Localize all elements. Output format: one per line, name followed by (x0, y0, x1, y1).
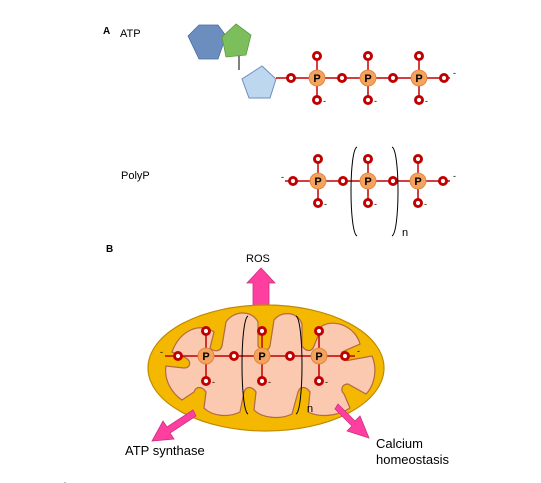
adenine-pentagon (221, 23, 252, 58)
oxygen-atom-center (415, 200, 421, 206)
ros-label: ROS (246, 253, 270, 265)
atp-label: ATP (120, 28, 141, 40)
phosphorus-symbol: P (415, 73, 422, 85)
phosphorus-atom (309, 172, 327, 190)
phosphorus-atom (409, 172, 427, 190)
oxygen-atom-center (316, 328, 322, 334)
oxygen-atom-center (415, 156, 421, 162)
negative-charge: - (212, 377, 215, 387)
phosphorus-symbol: P (414, 176, 421, 188)
homeostasis-label: homeostasis (376, 452, 449, 467)
negative-charge: - (374, 96, 377, 106)
oxygen-atom-center (416, 53, 422, 59)
negative-charge: - (374, 199, 377, 209)
ros-arrow (246, 267, 276, 309)
negative-charge: - (160, 347, 163, 357)
phosphorus-atom (310, 347, 328, 365)
polyp-label: PolyP (121, 170, 150, 182)
adenine-hexagon (187, 24, 227, 60)
polyp-repeat-n: n (402, 227, 408, 239)
phosphorus-atom (253, 347, 271, 365)
oxygen-atom-center (365, 156, 371, 162)
left-bracket (350, 146, 358, 237)
mitochondrion-inner-membrane (165, 312, 376, 419)
negative-charge: - (424, 199, 427, 209)
oxygen-atom-center (175, 353, 181, 359)
atp-phosphate-chain: P - P - P - - (276, 51, 456, 106)
phosphorus-atom (359, 172, 377, 190)
right-bracket (295, 315, 303, 415)
oxygen-atom-center (314, 97, 320, 103)
negative-charge: - (453, 171, 456, 181)
polyp-phosphate-chain: - P - P - P - - (281, 146, 456, 237)
phosphorus-symbol: P (202, 351, 209, 363)
atp-synthase-arrow (151, 409, 197, 442)
phosphorus-atom (359, 69, 377, 87)
mito-repeat-n: n (307, 403, 313, 415)
right-bracket (391, 146, 399, 237)
phosphorus-symbol: P (315, 351, 322, 363)
mitochondrial-polyp-chain: - P - P - P - - (160, 315, 360, 415)
atp-synthase-label: ATP synthase (125, 443, 205, 458)
phosphorus-symbol: P (364, 73, 371, 85)
negative-charge: - (325, 377, 328, 387)
panel-b-label: B (106, 244, 113, 255)
oxygen-atom-center (342, 353, 348, 359)
oxygen-atom-center (203, 378, 209, 384)
oxygen-atom-center (315, 200, 321, 206)
oxygen-atom-center (315, 156, 321, 162)
oxygen-atom-center (314, 53, 320, 59)
phosphorus-symbol: P (313, 73, 320, 85)
negative-charge: - (281, 172, 284, 182)
ribose-pentagon (241, 65, 277, 99)
phosphorus-atom (308, 69, 326, 87)
oxygen-atom-center (440, 178, 446, 184)
oxygen-atom-center (340, 178, 346, 184)
oxygen-atom-center (365, 200, 371, 206)
oxygen-atom-center (416, 97, 422, 103)
negative-charge: - (357, 346, 360, 356)
oxygen-atom-center (441, 75, 447, 81)
phosphorus-symbol: P (314, 176, 321, 188)
oxygen-atom-center (259, 378, 265, 384)
calcium-label: Calcium (376, 436, 423, 451)
oxygen-atom-center (290, 178, 296, 184)
oxygen-atom-center (259, 328, 265, 334)
oxygen-atom-center (203, 328, 209, 334)
phosphorus-symbol: P (364, 176, 371, 188)
negative-charge: - (323, 96, 326, 106)
panel-a-label: A (103, 26, 110, 37)
negative-charge: - (425, 96, 428, 106)
oxygen-atom-center (288, 75, 294, 81)
oxygen-atom-center (365, 97, 371, 103)
negative-charge: - (453, 68, 456, 78)
left-bracket (241, 315, 249, 415)
negative-charge: - (324, 199, 327, 209)
oxygen-atom-center (339, 75, 345, 81)
oxygen-atom-center (390, 178, 396, 184)
oxygen-atom-center (365, 53, 371, 59)
phosphorus-atom (410, 69, 428, 87)
oxygen-atom-center (231, 353, 237, 359)
calcium-arrow (334, 403, 370, 439)
adenosine-group (187, 23, 277, 99)
oxygen-atom-center (316, 378, 322, 384)
phosphorus-atom (197, 347, 215, 365)
oxygen-atom-center (287, 353, 293, 359)
oxygen-atom-center (390, 75, 396, 81)
phosphorus-symbol: P (258, 351, 265, 363)
negative-charge: - (268, 377, 271, 387)
